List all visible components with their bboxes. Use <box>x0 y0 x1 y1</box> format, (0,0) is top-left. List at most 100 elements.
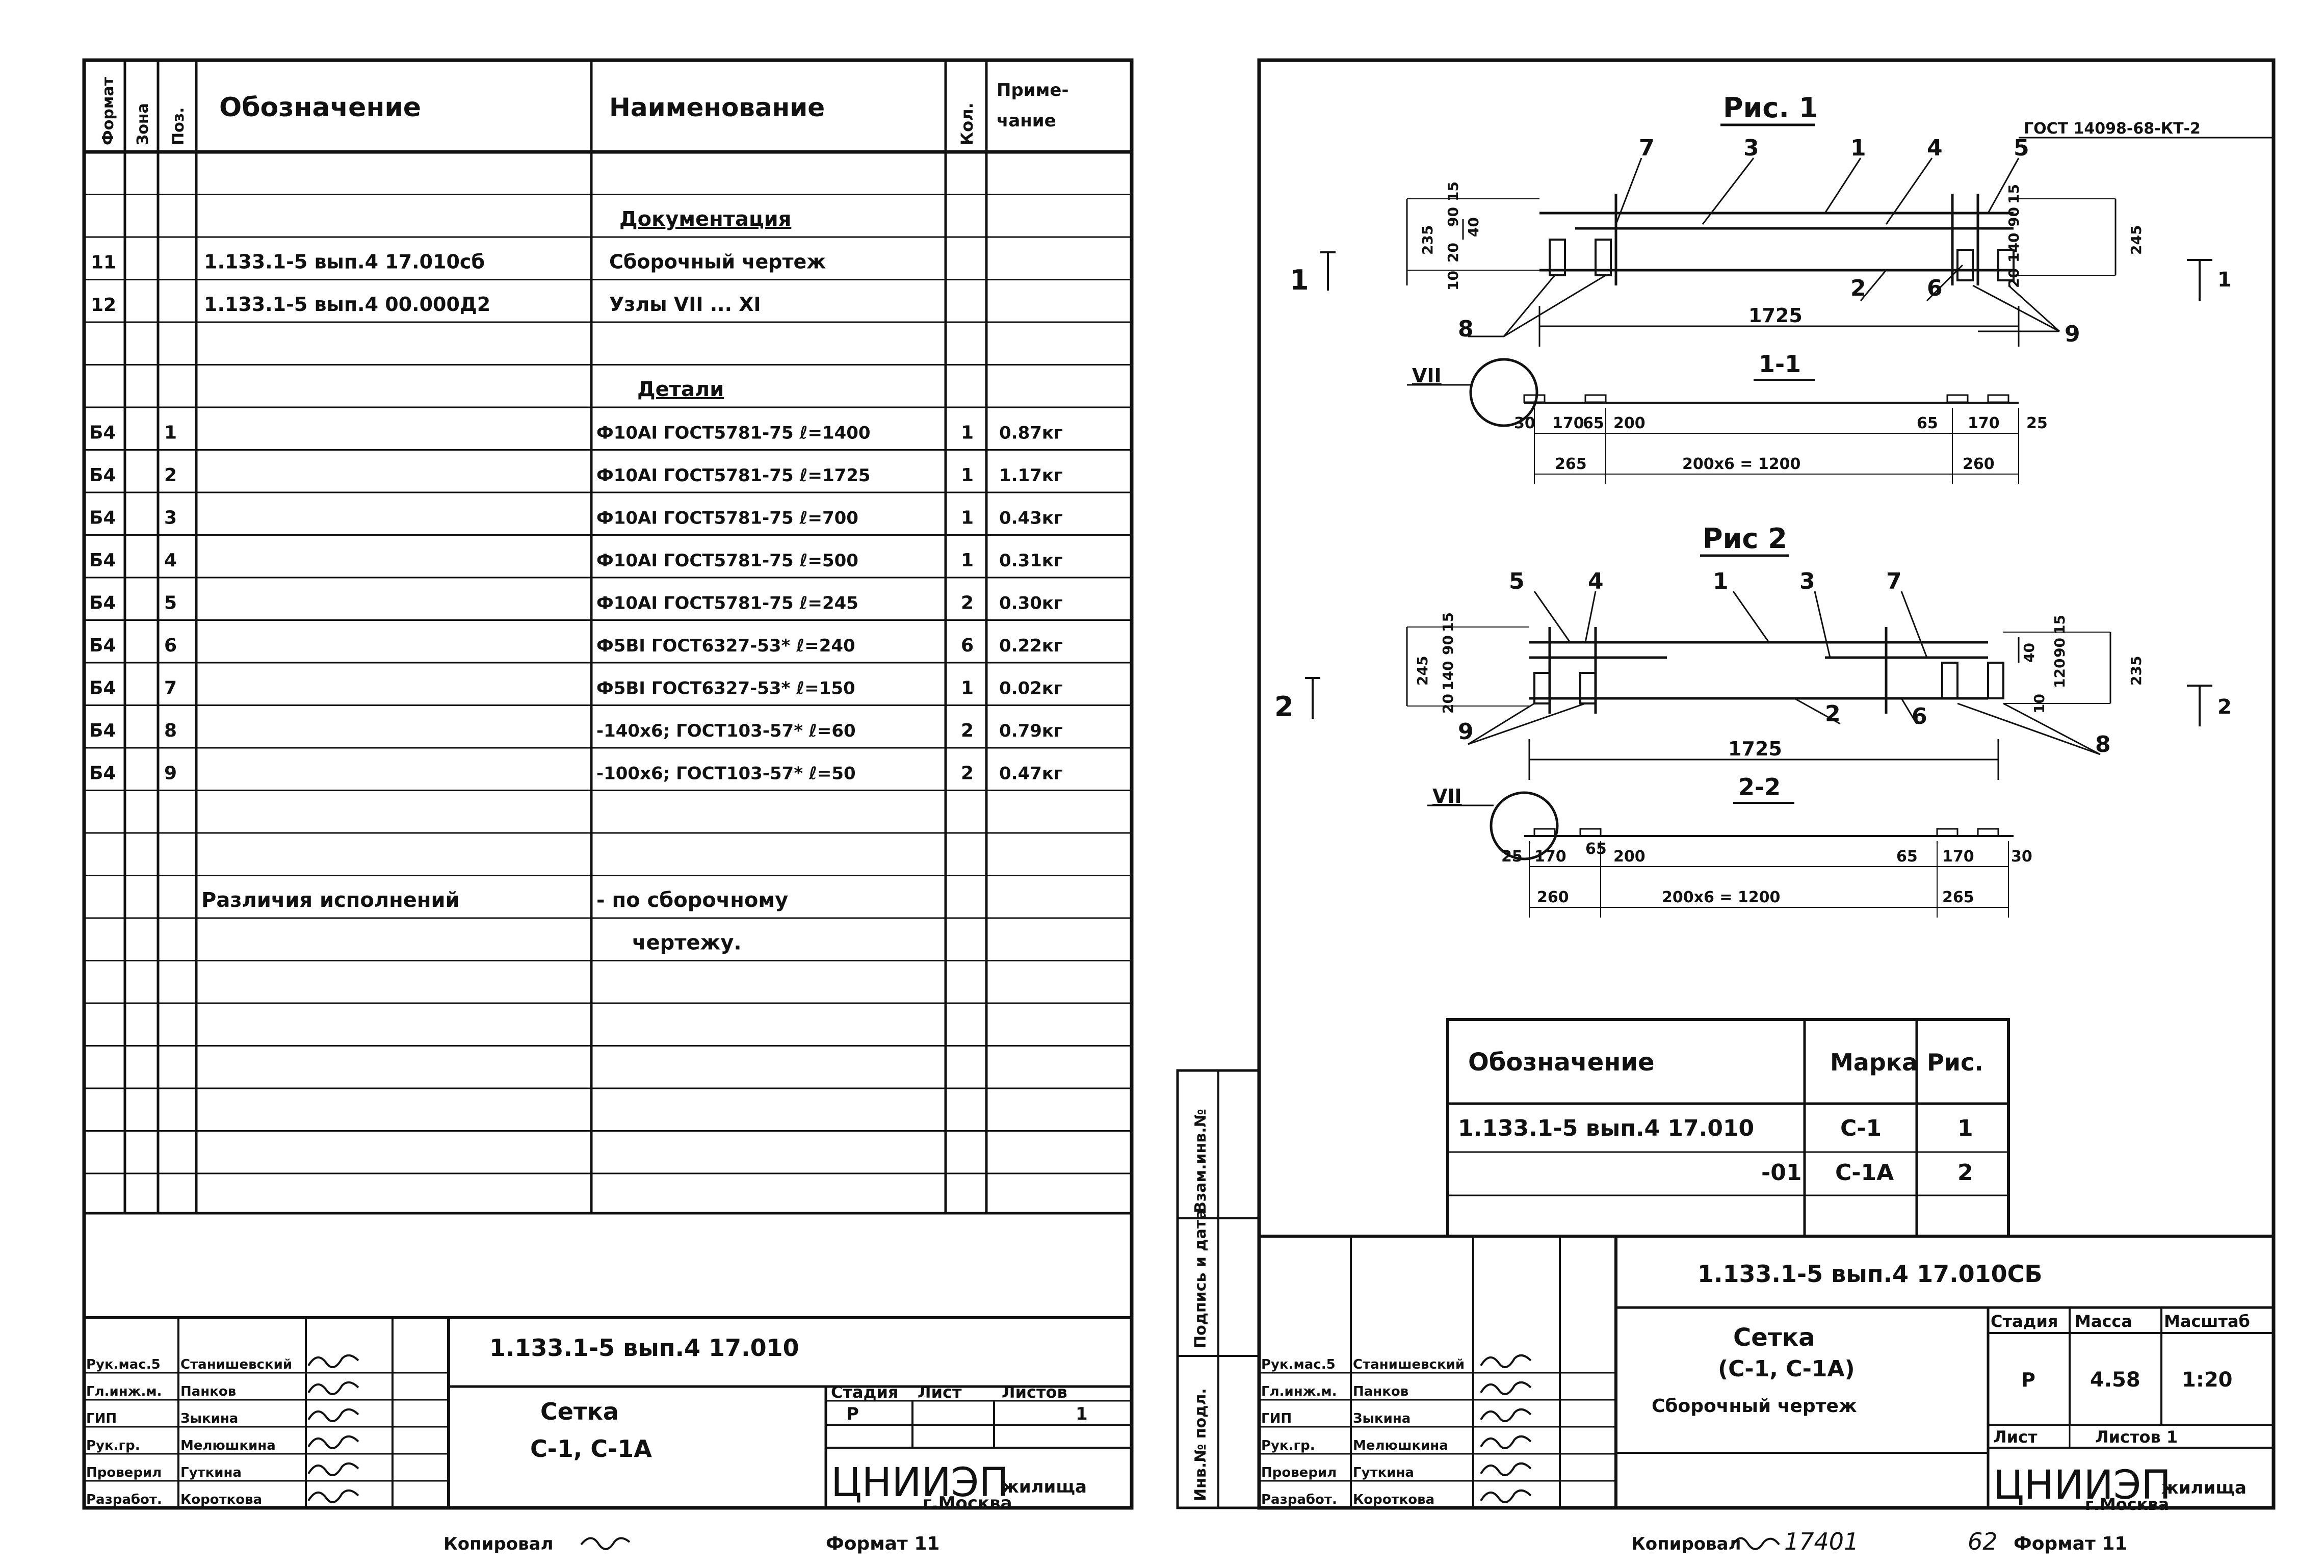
marks-row2-mark: С-1А <box>1835 1160 1894 1186</box>
detail-row-qty: 1 <box>961 550 974 571</box>
title_left-person: Зыкина <box>180 1411 238 1426</box>
title_left-role: Разработ. <box>86 1492 162 1507</box>
detail-row-format: Б4 <box>89 678 116 699</box>
right-sheet-label: Лист <box>1993 1427 2038 1447</box>
fig1-callout-6: 6 <box>1927 275 1943 301</box>
detail-row-note: 0.22кг <box>999 636 1063 656</box>
fig1-bottom-dim: 30 <box>1514 414 1535 432</box>
right-scale-label: Масштаб <box>2164 1312 2250 1331</box>
fig2-dim-left: 20 <box>1440 694 1456 714</box>
title_right-signature <box>1480 1462 1532 1477</box>
right-title-name-3: Сборочный чертеж <box>1652 1396 1857 1417</box>
title_left-person: Короткова <box>180 1492 262 1507</box>
doc-row-name: Узлы VII ... XI <box>609 293 761 316</box>
detail-row-qty: 2 <box>961 720 974 741</box>
fig1-bottom-dim: 170 <box>1968 414 2000 432</box>
detail-row-name: Ф10АI ГОСТ5781-75 ℓ=1725 <box>596 465 871 486</box>
left-stage: Р <box>846 1404 859 1424</box>
left-title-code: 1.133.1-5 вып.4 17.010 <box>489 1334 799 1362</box>
right-copy-signature <box>1732 1537 1780 1550</box>
fig1-dim-left: 235 <box>1419 225 1436 255</box>
detail-row-note: 0.87кг <box>999 423 1063 443</box>
title_left-signature <box>307 1354 359 1369</box>
fig2-callout-8: 8 <box>2095 731 2111 757</box>
side-label-sign: Подпись и дата <box>1192 1210 1210 1348</box>
title_right-person: Станишевский <box>1353 1357 1465 1372</box>
title_left-person: Мелюшкина <box>180 1438 276 1453</box>
right-stage-label: Стадия <box>1991 1312 2058 1331</box>
fig1-title: Рис. 1 <box>1723 92 1818 124</box>
header-designation: Обозначение <box>219 92 421 123</box>
fig2-bottom-dim: 65 <box>1896 848 1918 866</box>
header-qty: Кол. <box>957 102 977 145</box>
fig1-dim-right: 15 <box>2005 184 2022 204</box>
right-stage: Р <box>2021 1369 2035 1391</box>
right-handwritten-number: 17401 <box>1784 1528 1859 1555</box>
detail-row-format: Б4 <box>89 465 116 486</box>
section-2-2: 2-2 <box>1738 773 1781 801</box>
header-note-2: чание <box>997 111 1056 131</box>
left-copy-signature <box>580 1537 631 1550</box>
fig2-dim-right: 40 <box>2021 643 2038 663</box>
right-format: Формат 11 <box>2014 1533 2127 1554</box>
detail-row-format: Б4 <box>89 593 116 614</box>
doc-row-format: 12 <box>91 295 116 316</box>
cut-mark-2-right: 2 <box>2217 695 2232 719</box>
marks-header-designation: Обозначение <box>1468 1048 1655 1077</box>
detail-row-note: 0.79кг <box>999 721 1063 741</box>
detail-row-format: Б4 <box>89 550 116 571</box>
fig2-bottom-dim: 200 <box>1613 848 1646 866</box>
fig1-bottom-dim: 260 <box>1963 455 1995 473</box>
fig1-callout-4: 4 <box>1927 135 1943 161</box>
fig1-bottom-dim: 65 <box>1583 414 1604 432</box>
doc-row-designation: 1.133.1-5 вып.4 17.010сб <box>204 251 485 273</box>
detail-row-format: Б4 <box>89 635 116 656</box>
title_right-signature <box>1480 1354 1532 1369</box>
detail-row-note: 0.43кг <box>999 508 1063 529</box>
right-copied: Копировал <box>1631 1534 1741 1554</box>
detail-row-name: Ф5ВI ГОСТ6327-53* ℓ=240 <box>596 636 855 656</box>
detail-row-qty: 6 <box>961 635 974 656</box>
doc-row-name: Сборочный чертеж <box>609 251 826 273</box>
fig1-callout-5: 5 <box>2014 135 2029 161</box>
marks-row1-fig: 1 <box>1957 1115 1973 1141</box>
doc-row-format: 11 <box>91 252 116 273</box>
fig1-callout-9: 9 <box>2065 321 2080 347</box>
title_right-role: Рук.гр. <box>1261 1438 1315 1453</box>
fig2-dim-left: 245 <box>1414 656 1431 686</box>
title_right-person: Мелюшкина <box>1353 1438 1448 1453</box>
right-mass: 4.58 <box>2090 1368 2140 1392</box>
left-stage-label: Стадия <box>831 1382 898 1402</box>
detail-row-note: 0.02кг <box>999 678 1063 699</box>
title_left-role: Гл.инж.м. <box>86 1384 162 1399</box>
title_right-person: Панков <box>1353 1384 1408 1399</box>
marks-row2-fig: 2 <box>1957 1160 1973 1186</box>
fig1-bottom-dim: 65 <box>1917 414 1938 432</box>
detail-row-note: 1.17кг <box>999 465 1063 486</box>
fig2-callout-3: 3 <box>1799 568 1815 594</box>
detail-row-format: Б4 <box>89 720 116 741</box>
title_right-person: Зыкина <box>1353 1411 1411 1426</box>
fig1-dim-right: 90 <box>2005 207 2022 227</box>
variants-label: Различия исполнений <box>201 888 460 912</box>
left-title-name-2: С-1, С-1А <box>530 1435 652 1462</box>
title_left-person: Гуткина <box>180 1465 242 1480</box>
detail-row-pos: 9 <box>164 763 177 784</box>
detail-row-format: Б4 <box>89 763 116 784</box>
title_right-signature <box>1480 1435 1532 1450</box>
right-page-number: 62 <box>1968 1528 1998 1555</box>
gost-note: ГОСТ 14098-68-КТ-2 <box>2024 120 2201 138</box>
right-title-name-1: Сетка <box>1733 1323 1815 1352</box>
fig2-dim-left: 140 <box>1440 661 1456 691</box>
left-format: Формат 11 <box>826 1533 939 1554</box>
fig2-length: 1725 <box>1728 738 1782 760</box>
marks-row2-designation: -01 <box>1761 1160 1802 1186</box>
detail-row-format: Б4 <box>89 423 116 443</box>
fig1-callout-7: 7 <box>1639 135 1655 161</box>
detail-row-pos: 1 <box>164 423 177 443</box>
fig1-dim-left: 10 <box>1445 271 1461 291</box>
fig2-dim-right: 10 <box>2031 694 2048 714</box>
figure-1 <box>1320 158 2212 484</box>
